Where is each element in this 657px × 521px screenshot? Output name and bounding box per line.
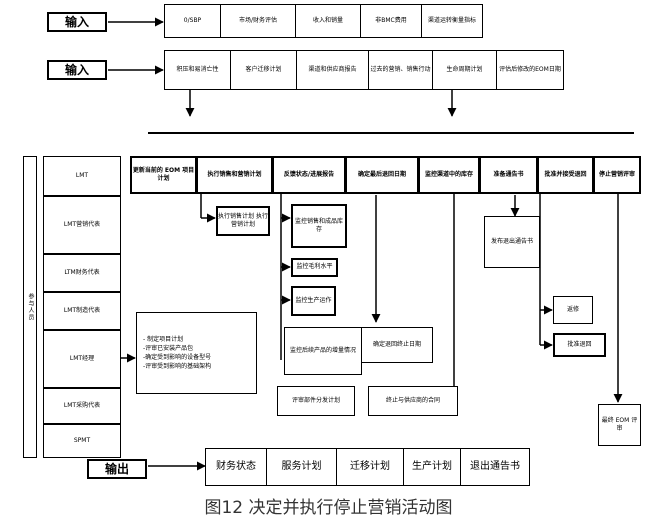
manager-actions-box: - 制定项目计划 -评审已安装产品包 -确定受到影响的设备型号 -评审受到影响的… [136,312,257,394]
task-terminate-supplier: 终止与供应商的合同 [368,386,458,416]
role-lmt-procurement: LMT采购代表 [43,388,121,424]
manager-action-item: - 制定项目计划 [143,336,184,343]
role-ltm-finance: LTM财务代表 [43,254,121,292]
output-label: 输出 [87,459,147,479]
output-item-finance: 财务状态 [205,448,267,486]
manager-action-item: -评审受到影响的基础架构 [143,363,212,370]
task-final-eom-review: 最终 EOM 评审 [598,404,641,446]
output-item-production: 生产计划 [403,448,461,486]
input2-label: 输入 [47,60,107,80]
output-item-service: 服务计划 [266,448,337,486]
role-lmt-manager: LMT经理 [43,330,121,388]
output-item-migration: 迁移计划 [336,448,404,486]
phase-execute-sales-plan: 执行销售和营销计划 [196,156,273,194]
task-publish-notice: 发布退出通告书 [484,216,540,268]
input2-item-1: 客户迁移计划 [230,50,297,90]
input2-item-2: 渠道和供应商报告 [296,50,369,90]
task-approve-return: 批准退回 [553,333,606,357]
manager-action-item: -确定受到影响的设备型号 [143,354,212,361]
input2-item-4: 生命周期计划 [432,50,497,90]
phase-monitor-inventory: 监控渠道中的库存 [418,156,480,194]
role-lmt-marketing: LMT营销代表 [43,196,121,254]
task-monitor-margin: 监控毛利水平 [291,258,338,277]
figure-caption: 图12 决定并执行停止营销活动图 [204,498,453,518]
task-execute-sales-marketing: 执行销售计划 执行营销计划 [216,206,270,236]
input2-item-5: 评估后修改的EOM日期 [496,50,564,90]
task-monitor-followup: 监控后续产品的增量情况 [284,327,362,375]
manager-action-item: -评审已安装产品包 [143,345,194,352]
task-return-repair: 返修 [553,296,593,324]
input1-label: 输入 [47,12,107,32]
output-item-exit-notice: 退出通告书 [460,448,530,486]
task-review-parts-plan: 评审部件分发计划 [277,386,355,416]
input1-item-1: 市场/财务评估 [220,4,296,38]
task-monitor-production: 监控生产运作 [291,286,336,316]
phase-final-return-date: 确定最后退回日期 [345,156,419,194]
participants-side-label: 参与人员 [23,156,37,458]
task-confirm-return-end: 确定退回终止日期 [361,327,433,363]
role-lmt: LMT [43,156,121,196]
phase-approve-return: 批准并接受退回 [537,156,594,194]
role-lmt-manufacturing: LMT制造代表 [43,292,121,330]
phase-stop-marketing-review: 停止营销评审 [593,156,641,194]
input1-item-2: 收入和销量 [295,4,361,38]
input2-item-3: 过去的营销、销售行动 [368,50,433,90]
role-spmt: SPMT [43,424,121,458]
phase-prepare-notice: 准备通告书 [479,156,538,194]
input2-item-0: 积压和易消亡性 [164,50,231,90]
input1-item-0: 0/SBP [164,4,221,38]
phase-update-eom-plan: 更新当前的 EOM 项目计划 [130,156,197,194]
input1-item-4: 渠道运转衡量指标 [421,4,483,38]
phase-feedback-status: 反馈状态/进展报告 [272,156,346,194]
input1-item-3: 非BMC费用 [360,4,422,38]
task-monitor-sales-inventory: 监控销售和成品库存 [291,204,347,248]
